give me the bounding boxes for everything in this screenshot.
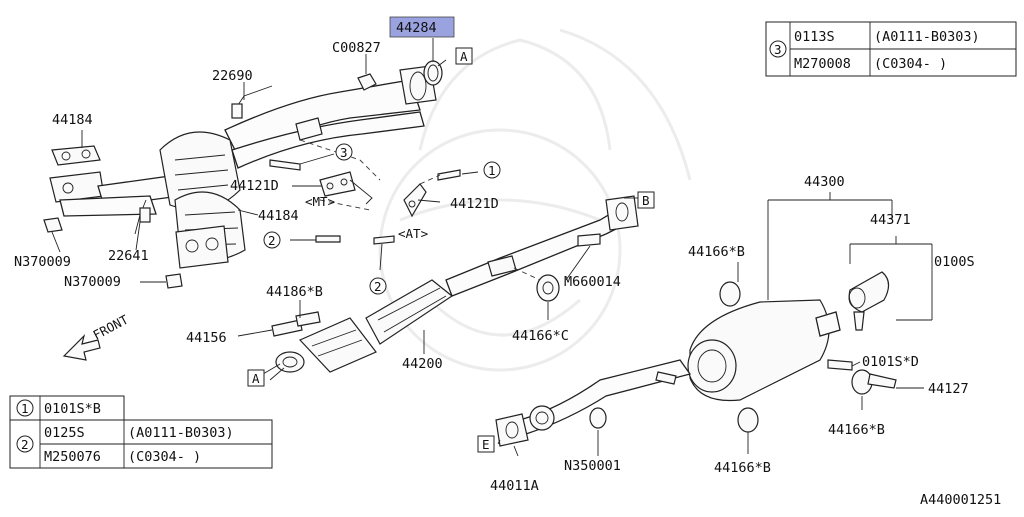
- figure-id: A440001251: [920, 492, 1001, 508]
- center-pipe: [271, 195, 639, 373]
- part-label-44200: 44200: [402, 356, 443, 372]
- part-label-n370009-b: N370009: [64, 274, 121, 290]
- part-label-44121d-mt: 44121D: [230, 178, 279, 194]
- part-label-n350001: N350001: [564, 458, 621, 474]
- part-label-44121d-at: 44121D: [450, 196, 499, 212]
- part-label-44166b-c: 44166*B: [714, 460, 771, 476]
- svg-text:(C0304- ): (C0304- ): [874, 56, 947, 72]
- part-label-44371: 44371: [870, 212, 911, 228]
- svg-text:0101S*B: 0101S*B: [44, 401, 101, 417]
- svg-text:0113S: 0113S: [794, 29, 835, 45]
- part-label-m660014: M660014: [564, 274, 621, 290]
- svg-text:(C0304- ): (C0304- ): [128, 449, 201, 465]
- svg-text:1: 1: [21, 401, 29, 416]
- svg-text:(A0111-B0303): (A0111-B0303): [128, 425, 234, 441]
- rear-muffler: [495, 271, 897, 447]
- svg-text:3: 3: [774, 42, 782, 57]
- svg-text:A: A: [252, 371, 260, 386]
- at-label: <AT>: [398, 226, 428, 241]
- part-label-44156: 44156: [186, 330, 227, 346]
- svg-text:(A0111-B0303): (A0111-B0303): [874, 29, 980, 45]
- svg-text:2: 2: [374, 279, 382, 294]
- part-label-22641: 22641: [108, 248, 149, 264]
- front-arrow: FRONT: [62, 312, 131, 361]
- svg-text:M250076: M250076: [44, 449, 101, 465]
- svg-text:1: 1: [488, 163, 496, 178]
- mt-label: <MT>: [305, 194, 335, 209]
- legend-table-top: 3 0113S (A0111-B0303) M270008 (C0304- ): [765, 21, 1017, 77]
- part-label-44184-lower: 44184: [258, 208, 299, 224]
- callout-2-bottom: 2: [369, 277, 387, 295]
- part-label-c00827: C00827: [332, 40, 381, 56]
- svg-text:E: E: [482, 437, 490, 452]
- part-label-n370009-a: N370009: [14, 254, 71, 270]
- svg-text:B: B: [642, 193, 650, 208]
- part-label-44166b-b: 44166*B: [828, 422, 885, 438]
- legend-table-bottom: 1 0101S*B 2 0125S (A0111-B0303) M250076 …: [9, 395, 273, 469]
- callout-3: 3: [335, 143, 353, 161]
- svg-text:2: 2: [21, 437, 29, 452]
- part-label-44011a: 44011A: [490, 478, 539, 494]
- svg-text:0125S: 0125S: [44, 425, 85, 441]
- svg-text:M270008: M270008: [794, 56, 851, 72]
- part-label-22690: 22690: [212, 68, 253, 84]
- svg-text:3: 3: [340, 145, 348, 160]
- svg-text:2: 2: [268, 233, 276, 248]
- part-label-44284: 44284: [396, 20, 437, 36]
- part-label-44166c: 44166*C: [512, 328, 569, 344]
- part-label-44184-upper: 44184: [52, 112, 93, 128]
- box-a-top: A: [455, 47, 473, 65]
- part-label-44186b: 44186*B: [266, 284, 323, 300]
- box-a-left: A: [247, 369, 265, 387]
- svg-text:A: A: [460, 49, 468, 64]
- front-label: FRONT: [90, 312, 131, 343]
- part-44284-highlight[interactable]: 44284: [389, 16, 455, 38]
- box-b-right: B: [637, 191, 655, 209]
- front-manifold: [43, 60, 461, 289]
- callout-2-left: 2: [263, 231, 281, 249]
- watermark-crest: [378, 28, 692, 372]
- part-label-44300: 44300: [804, 174, 845, 190]
- part-label-44166b-a: 44166*B: [688, 244, 745, 260]
- part-label-44127: 44127: [928, 381, 969, 397]
- part-label-0101sd: 0101S*D: [862, 354, 919, 370]
- box-e-bottom: E: [477, 435, 495, 453]
- part-label-0100s: 0100S: [934, 254, 975, 270]
- callout-1: 1: [483, 161, 501, 179]
